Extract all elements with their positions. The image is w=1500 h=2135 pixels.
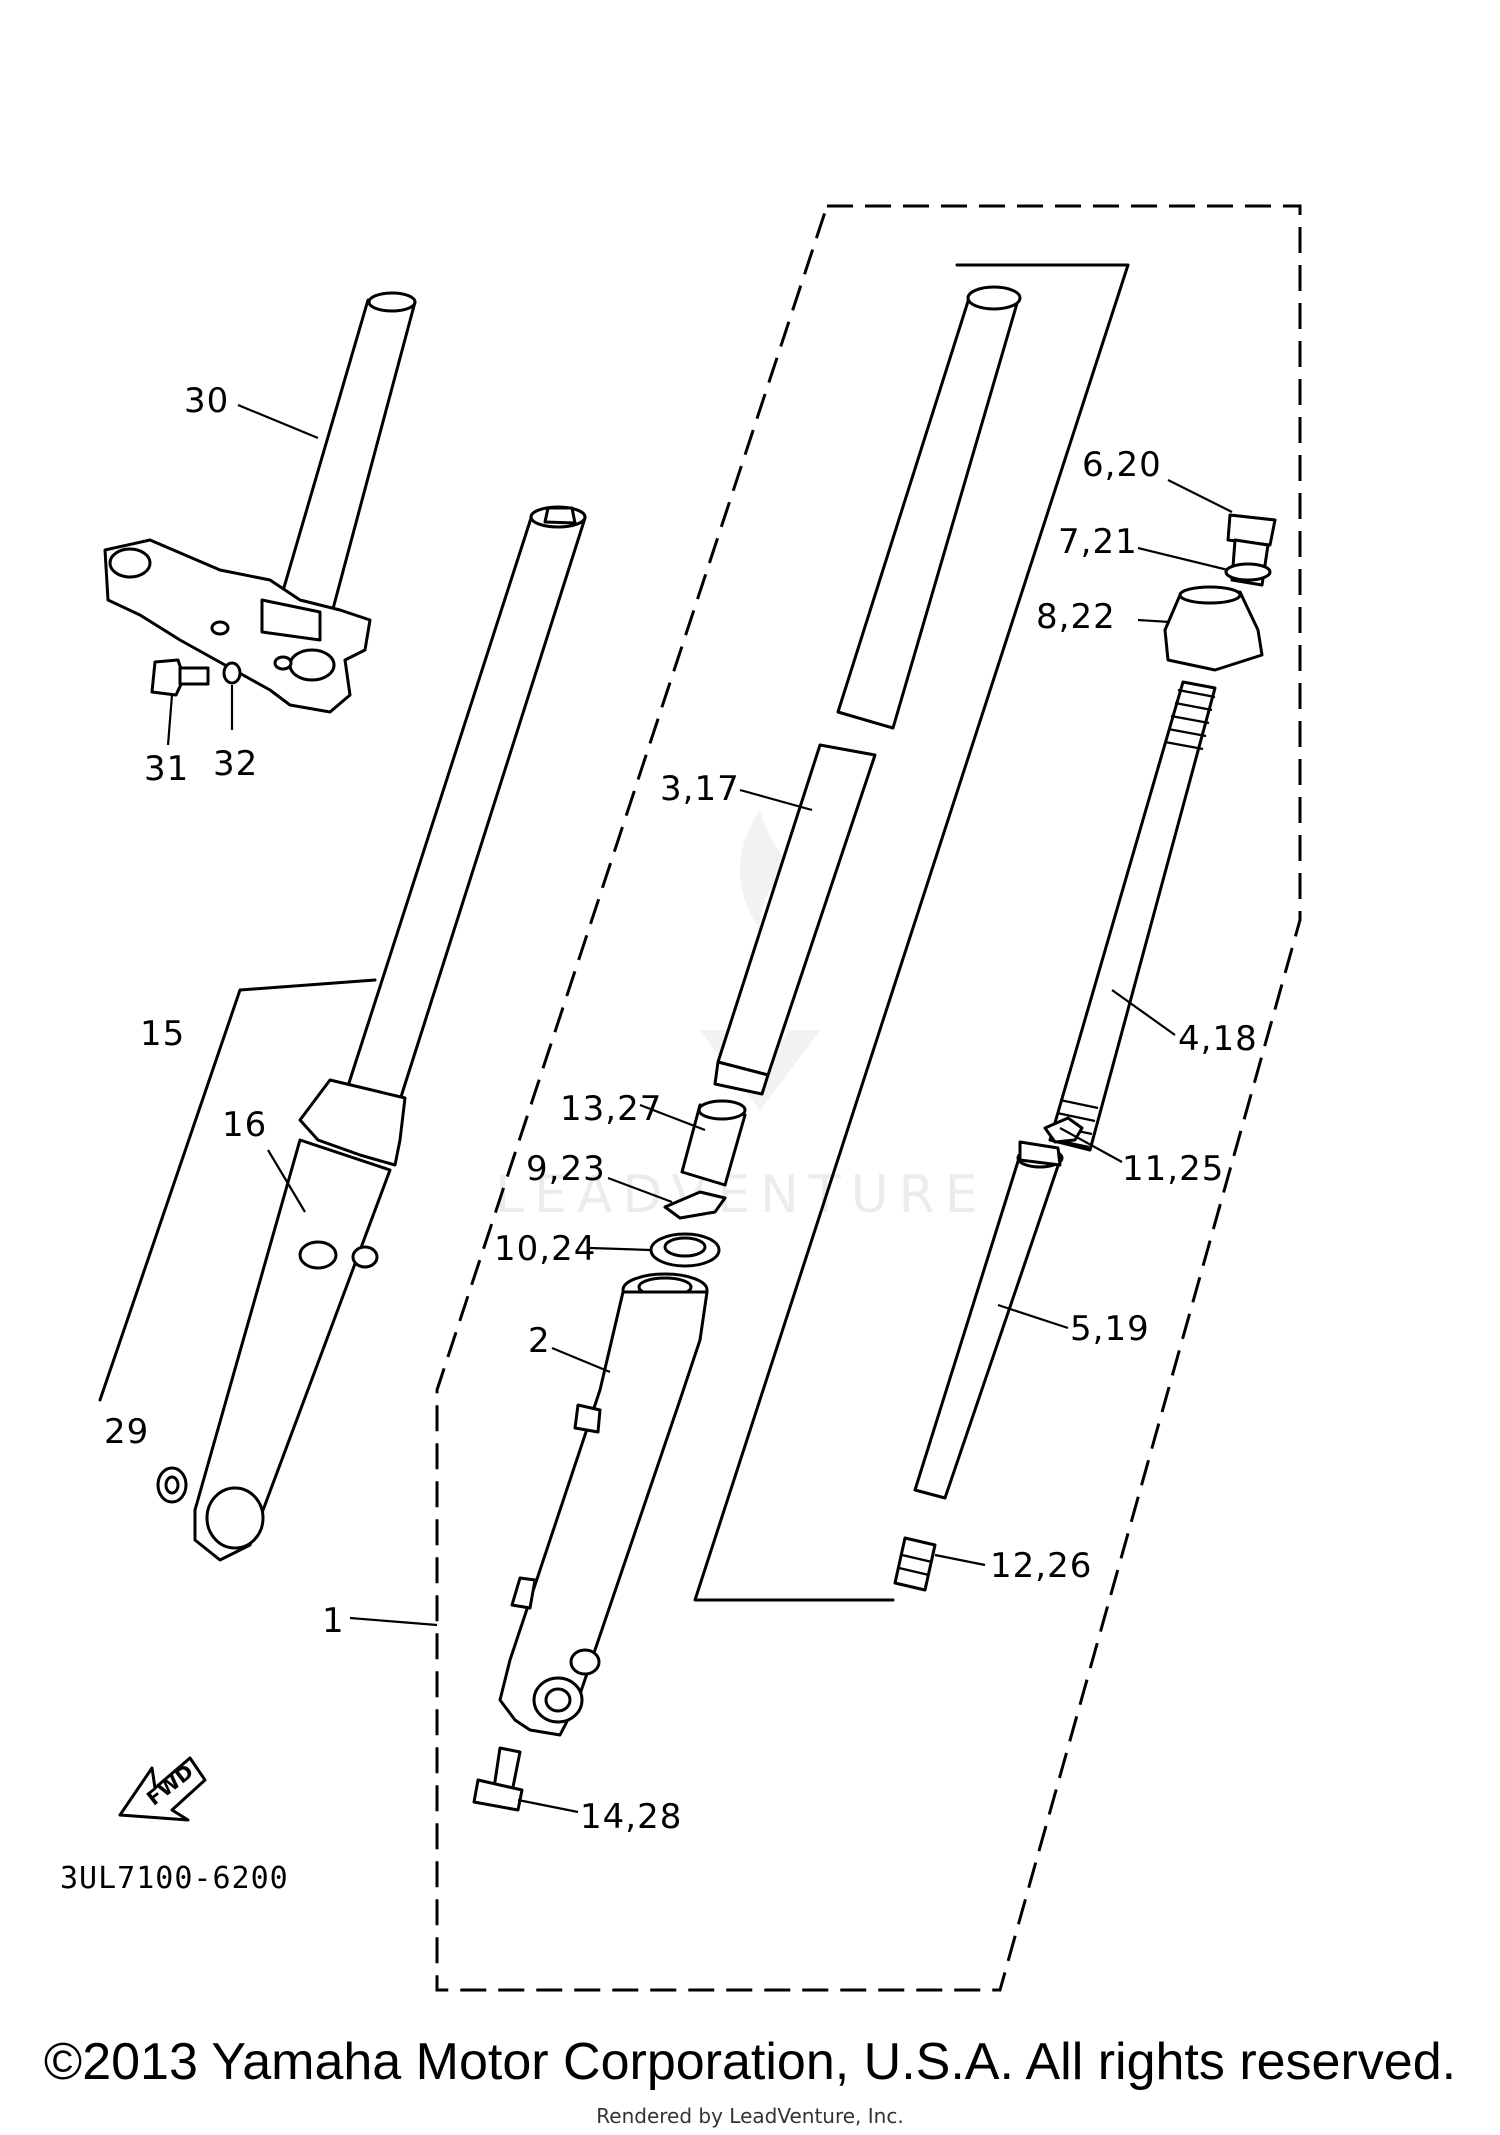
leader-9-23 — [607, 1176, 673, 1204]
damper-assembly-outline — [693, 263, 1130, 1602]
fwd-arrow-icon: FWD — [118, 1756, 207, 1822]
oil-lock-piece-part — [680, 1099, 747, 1187]
label-7-21: 7,21 — [1058, 522, 1138, 562]
oil-seal-part — [649, 1232, 721, 1268]
leader-30 — [237, 403, 319, 440]
spring-part — [1048, 680, 1217, 1152]
label-6-20: 6,20 — [1082, 445, 1162, 485]
label-16: 16 — [222, 1105, 267, 1145]
left-fork-part — [193, 505, 587, 1562]
label-30: 30 — [184, 381, 229, 421]
leader-13-27 — [639, 1103, 706, 1132]
label-31: 31 — [144, 749, 189, 789]
label-32: 32 — [213, 744, 258, 784]
diagram-code: 3UL7100-6200 — [60, 1861, 289, 1896]
watermark-text: LEADVENTURE — [495, 1165, 988, 1225]
label-11-25: 11,25 — [1122, 1149, 1224, 1189]
label-3-17: 3,17 — [660, 769, 740, 809]
leader-8-22 — [1137, 618, 1171, 624]
collar-part — [1163, 585, 1264, 672]
leader-5-19 — [997, 1303, 1069, 1330]
bracket-15-outline — [98, 978, 377, 1402]
outer-tube-part — [498, 1272, 709, 1737]
label-4-18: 4,18 — [1178, 1019, 1258, 1059]
leader-31 — [166, 694, 174, 746]
label-1: 1 — [322, 1601, 345, 1641]
label-5-19: 5,19 — [1070, 1309, 1150, 1349]
leader-1 — [349, 1616, 438, 1627]
inner-tube-part — [713, 285, 1022, 1096]
leader-4-18 — [1111, 989, 1176, 1036]
leader-12-26 — [934, 1553, 986, 1567]
leader-16 — [267, 1149, 306, 1213]
label-12-26: 12,26 — [990, 1546, 1092, 1586]
rendered-by-notice: Rendered by LeadVenture, Inc. — [596, 2104, 904, 2128]
damper-rod-part — [913, 1140, 1064, 1500]
label-10-24: 10,24 — [494, 1229, 596, 1269]
rebound-spring-part — [893, 1536, 937, 1592]
label-14-28: 14,28 — [580, 1797, 682, 1837]
damper-bolt-part — [472, 1746, 524, 1812]
leader-2 — [551, 1346, 611, 1374]
leader-6-20 — [1167, 479, 1233, 513]
assembly-outline — [435, 204, 1302, 1992]
bolt-31-part — [150, 658, 210, 697]
label-13-27: 13,27 — [560, 1089, 662, 1129]
washer-29-hole — [164, 1475, 180, 1495]
leader-7-21 — [1137, 546, 1229, 572]
leader-3-17 — [739, 788, 813, 812]
copyright-notice: ©2013 Yamaha Motor Corporation, U.S.A. A… — [43, 2033, 1457, 2091]
label-2: 2 — [528, 1321, 551, 1361]
label-15: 15 — [140, 1014, 185, 1054]
washer-32-part — [222, 661, 242, 685]
circlip-9-part — [663, 1190, 727, 1220]
under-bracket-part — [103, 291, 417, 714]
label-8-22: 8,22 — [1036, 597, 1116, 637]
leader-14-28 — [517, 1798, 579, 1814]
label-9-23: 9,23 — [526, 1149, 606, 1189]
leader-10-24 — [589, 1246, 651, 1252]
o-ring-part — [1224, 562, 1272, 582]
leader-11-25 — [1059, 1127, 1123, 1163]
label-29: 29 — [104, 1412, 149, 1452]
